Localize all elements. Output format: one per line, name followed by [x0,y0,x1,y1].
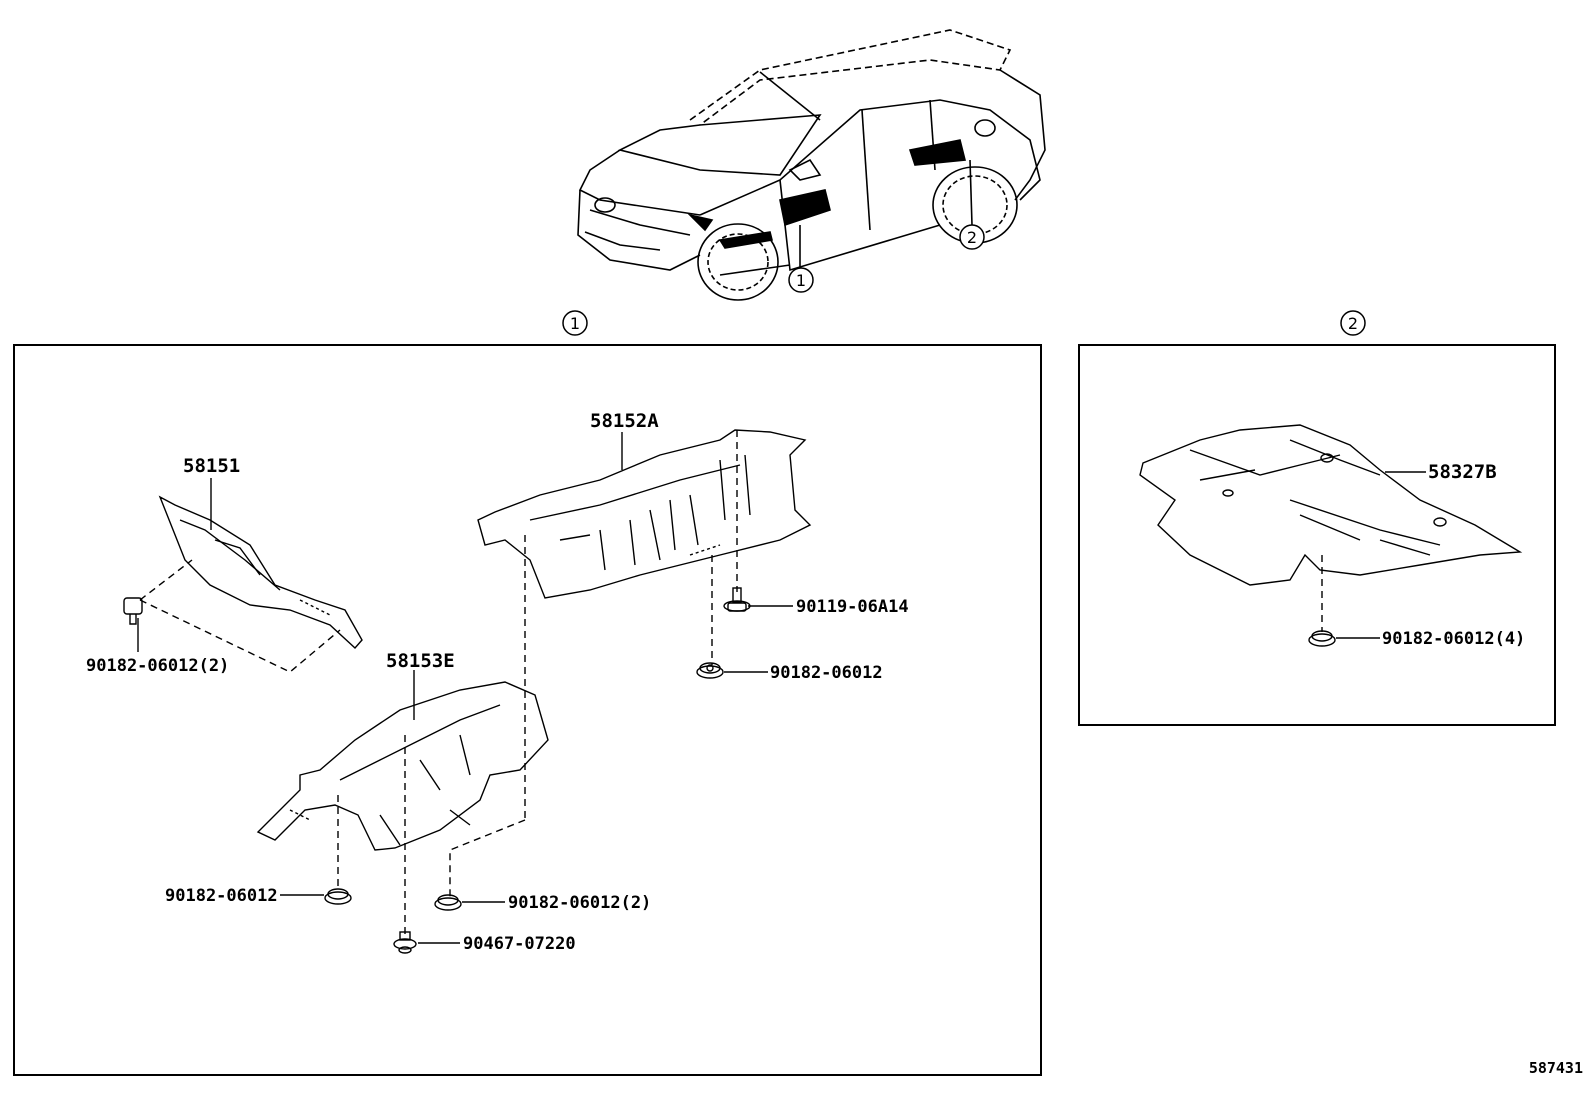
panel-1-callout: 1 [562,310,588,336]
shield-58152A [477,429,812,599]
vehicle-callout-1: 1 [788,267,814,293]
svg-text:1: 1 [796,271,806,290]
label-58153E: 58153E [386,650,455,672]
label-58327B: 58327B [1428,461,1497,483]
svg-text:1: 1 [570,314,580,333]
vehicle-callout-2: 2 [959,224,985,250]
label-58152A: 58152A [590,410,659,432]
clip-90467-07220 [393,931,417,954]
shield-58153E [256,681,549,851]
label-90182-06012-right: 90182-06012 [770,663,883,683]
svg-text:2: 2 [1348,314,1358,333]
label-90467-07220: 90467-07220 [463,934,576,954]
nut-90182-06012-4 [1308,630,1336,647]
label-58151: 58151 [183,455,240,477]
nut-90182-06012-2-lower [434,894,462,911]
label-90182-06012-lower-left: 90182-06012 [165,886,278,906]
shield-58327B [1139,424,1523,586]
svg-text:2: 2 [967,228,977,247]
panel-1-frame [13,344,1042,1076]
dash-58153E [337,735,526,935]
document-number: 587431 [1529,1059,1583,1077]
panel-2-callout: 2 [1340,310,1366,336]
nut-90182-06012-right [696,662,724,679]
label-90182-06012-2-lower: 90182-06012(2) [508,893,651,913]
label-90182-06012-2-left: 90182-06012(2) [86,656,229,676]
label-90119-06A14: 90119-06A14 [796,597,909,617]
label-90182-06012-4: 90182-06012(4) [1382,629,1525,649]
nut-90182-06012-lower-left [324,888,352,905]
dash-58152A-right [711,430,738,665]
dash-58151 [139,559,341,673]
clip-90182-06012-2-left [123,597,143,625]
shield-58151 [158,495,363,650]
vehicle-overview [577,29,1046,301]
panel-2-frame [1078,344,1556,726]
